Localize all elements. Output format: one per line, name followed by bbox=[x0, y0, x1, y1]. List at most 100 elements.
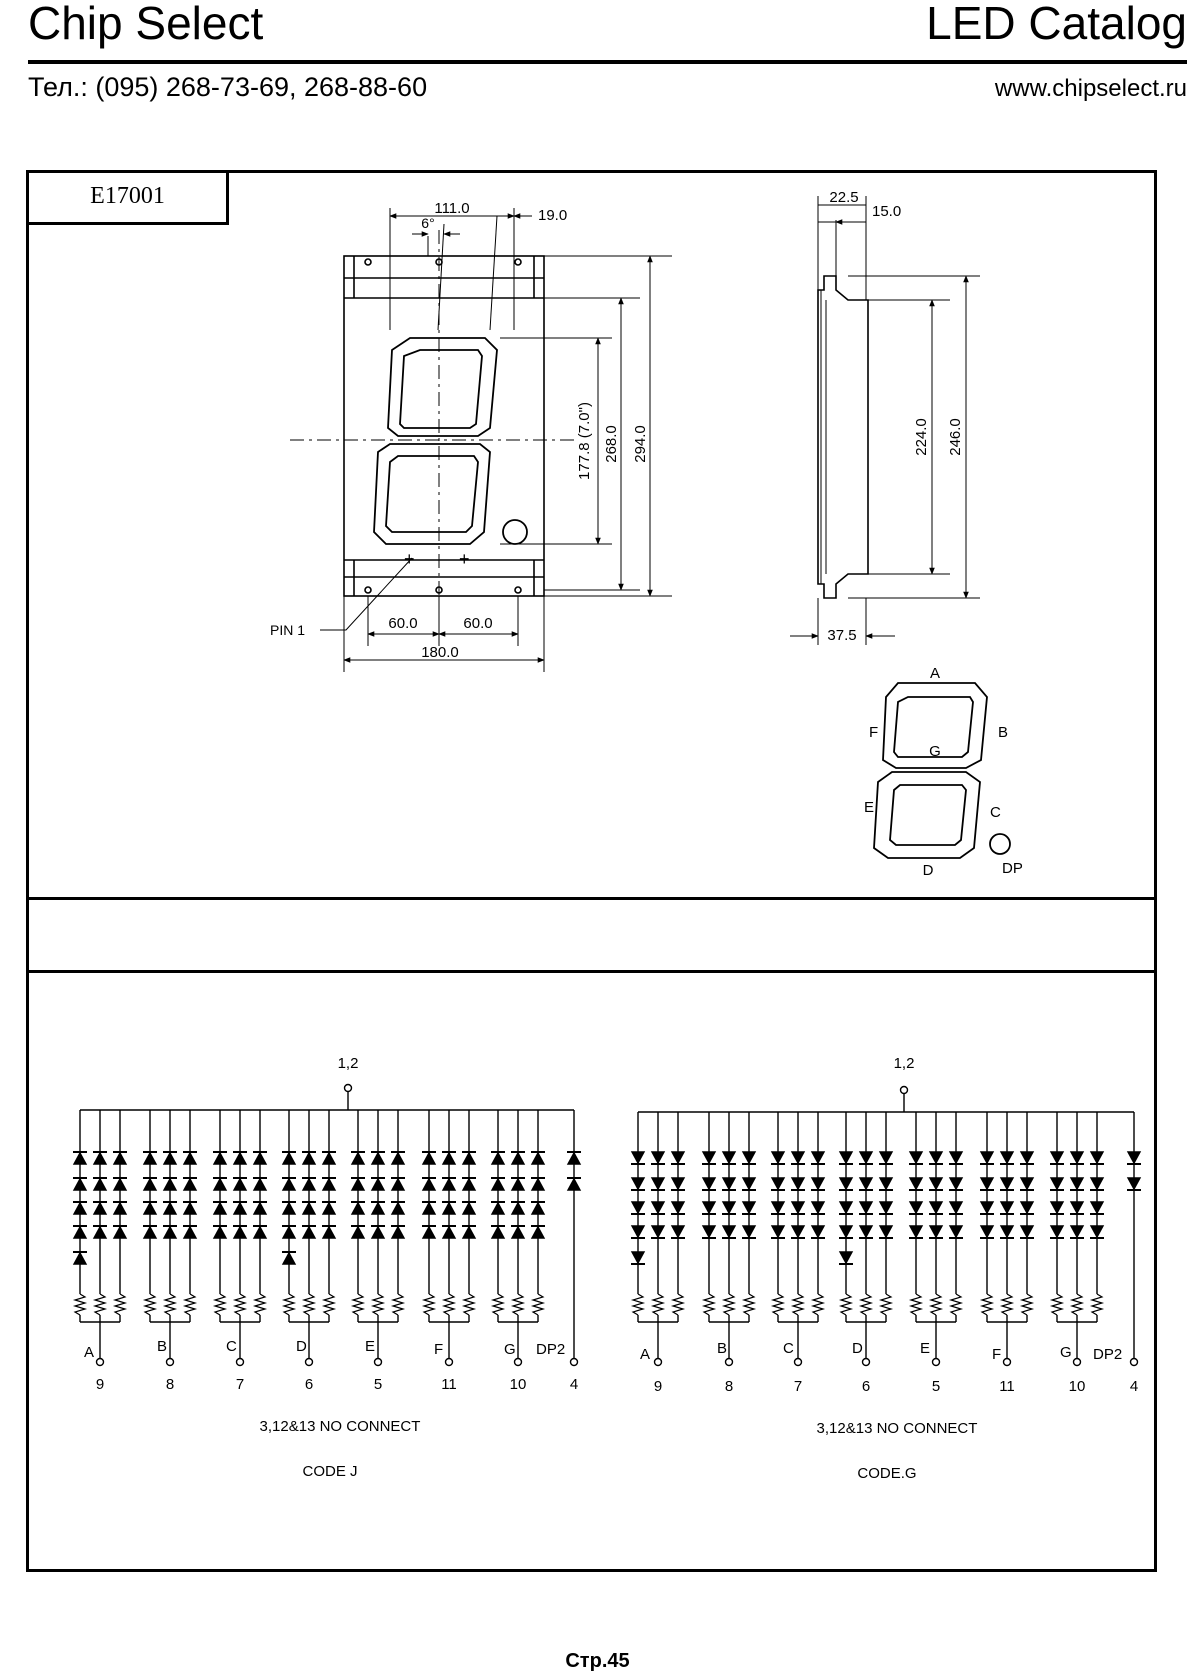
segment-pin-terminal bbox=[724, 1357, 734, 1367]
diode bbox=[650, 1151, 666, 1165]
diode bbox=[790, 1225, 806, 1239]
pin-label-g: 10 bbox=[510, 1376, 527, 1393]
circuit-code-g bbox=[630, 1085, 1142, 1367]
pin1-label: PIN 1 bbox=[270, 622, 305, 638]
common-pin-terminal bbox=[343, 1083, 353, 1093]
diode bbox=[530, 1225, 546, 1239]
diode bbox=[838, 1201, 854, 1215]
diode bbox=[370, 1151, 386, 1165]
diode bbox=[321, 1225, 337, 1239]
resistor bbox=[630, 1293, 646, 1316]
resistor bbox=[790, 1293, 806, 1316]
diode bbox=[212, 1177, 228, 1191]
resistor bbox=[162, 1293, 178, 1316]
diode bbox=[741, 1151, 757, 1165]
diode bbox=[810, 1151, 826, 1165]
resistor bbox=[301, 1293, 317, 1316]
diode bbox=[530, 1151, 546, 1165]
dim-height-outer: 294.0 bbox=[632, 425, 649, 463]
diode bbox=[979, 1151, 995, 1165]
diode bbox=[461, 1201, 477, 1215]
diode bbox=[370, 1225, 386, 1239]
no-connect-note: 3,12&13 NO CONNECT bbox=[260, 1418, 421, 1435]
diode bbox=[999, 1177, 1015, 1191]
resistor bbox=[281, 1293, 297, 1316]
diode bbox=[510, 1151, 526, 1165]
diode bbox=[321, 1151, 337, 1165]
side-view bbox=[790, 196, 980, 645]
diode bbox=[112, 1151, 128, 1165]
diode bbox=[421, 1177, 437, 1191]
pin-label-dp2: 4 bbox=[1130, 1378, 1138, 1395]
resistor bbox=[461, 1293, 477, 1316]
diode bbox=[858, 1151, 874, 1165]
pin-label-a: 9 bbox=[96, 1376, 104, 1393]
resistor bbox=[979, 1293, 995, 1316]
diode bbox=[461, 1177, 477, 1191]
pin-label-a: 9 bbox=[654, 1378, 662, 1395]
diode bbox=[390, 1225, 406, 1239]
diode bbox=[252, 1177, 268, 1191]
part-number-tag: E17001 bbox=[29, 173, 229, 225]
diode bbox=[838, 1177, 854, 1191]
diode bbox=[72, 1201, 88, 1215]
phone-numbers: Тел.: (095) 268-73-69, 268-88-60 bbox=[28, 72, 428, 102]
diode bbox=[252, 1225, 268, 1239]
resistor bbox=[92, 1293, 108, 1316]
diode bbox=[490, 1201, 506, 1215]
diode bbox=[530, 1201, 546, 1215]
diode bbox=[650, 1201, 666, 1215]
pin-label-c: 7 bbox=[236, 1376, 244, 1393]
resistor bbox=[999, 1293, 1015, 1316]
diode bbox=[1049, 1177, 1065, 1191]
dim-lip: 15.0 bbox=[872, 203, 901, 220]
diode bbox=[301, 1225, 317, 1239]
seg-label-d: D bbox=[296, 1338, 307, 1355]
dp-pin-terminal bbox=[569, 1357, 579, 1367]
resistor bbox=[1069, 1293, 1085, 1316]
diode bbox=[162, 1177, 178, 1191]
seg-label-g: G bbox=[504, 1341, 516, 1358]
resistor bbox=[421, 1293, 437, 1316]
diode bbox=[650, 1225, 666, 1239]
diode bbox=[790, 1151, 806, 1165]
page-number: Стр.45 bbox=[565, 1650, 630, 1672]
diode bbox=[252, 1151, 268, 1165]
segment-diagram bbox=[873, 682, 1011, 859]
diode bbox=[510, 1177, 526, 1191]
diode bbox=[350, 1201, 366, 1215]
svg-text:+: + bbox=[459, 549, 470, 569]
dim-pitch-right: 60.0 bbox=[463, 615, 492, 632]
diode bbox=[510, 1201, 526, 1215]
seg-c-label: C bbox=[990, 804, 1001, 821]
pin-label-f: 11 bbox=[441, 1376, 457, 1393]
website-link[interactable]: www.chipselect.ru bbox=[994, 75, 1187, 102]
diode bbox=[701, 1177, 717, 1191]
pin-label-d: 6 bbox=[862, 1378, 870, 1395]
diode bbox=[350, 1151, 366, 1165]
seg-a-label: A bbox=[930, 665, 940, 682]
diode bbox=[670, 1177, 686, 1191]
resistor bbox=[721, 1293, 737, 1316]
diode bbox=[232, 1151, 248, 1165]
diode bbox=[928, 1201, 944, 1215]
diode bbox=[142, 1151, 158, 1165]
resistor bbox=[1019, 1293, 1035, 1316]
diode bbox=[908, 1201, 924, 1215]
diode bbox=[630, 1177, 646, 1191]
pin-label-e: 5 bbox=[374, 1376, 382, 1393]
diode bbox=[252, 1201, 268, 1215]
diode bbox=[878, 1201, 894, 1215]
diode bbox=[701, 1151, 717, 1165]
diode bbox=[301, 1151, 317, 1165]
diode bbox=[92, 1177, 108, 1191]
seg-label-c: C bbox=[783, 1340, 794, 1357]
resistor bbox=[490, 1293, 506, 1316]
resistor bbox=[182, 1293, 198, 1316]
resistor bbox=[112, 1293, 128, 1316]
seg-label-g: G bbox=[1060, 1344, 1072, 1361]
segment-pin-terminal bbox=[931, 1357, 941, 1367]
diode bbox=[1019, 1177, 1035, 1191]
diode bbox=[182, 1201, 198, 1215]
segment-pin-terminal bbox=[165, 1357, 175, 1367]
